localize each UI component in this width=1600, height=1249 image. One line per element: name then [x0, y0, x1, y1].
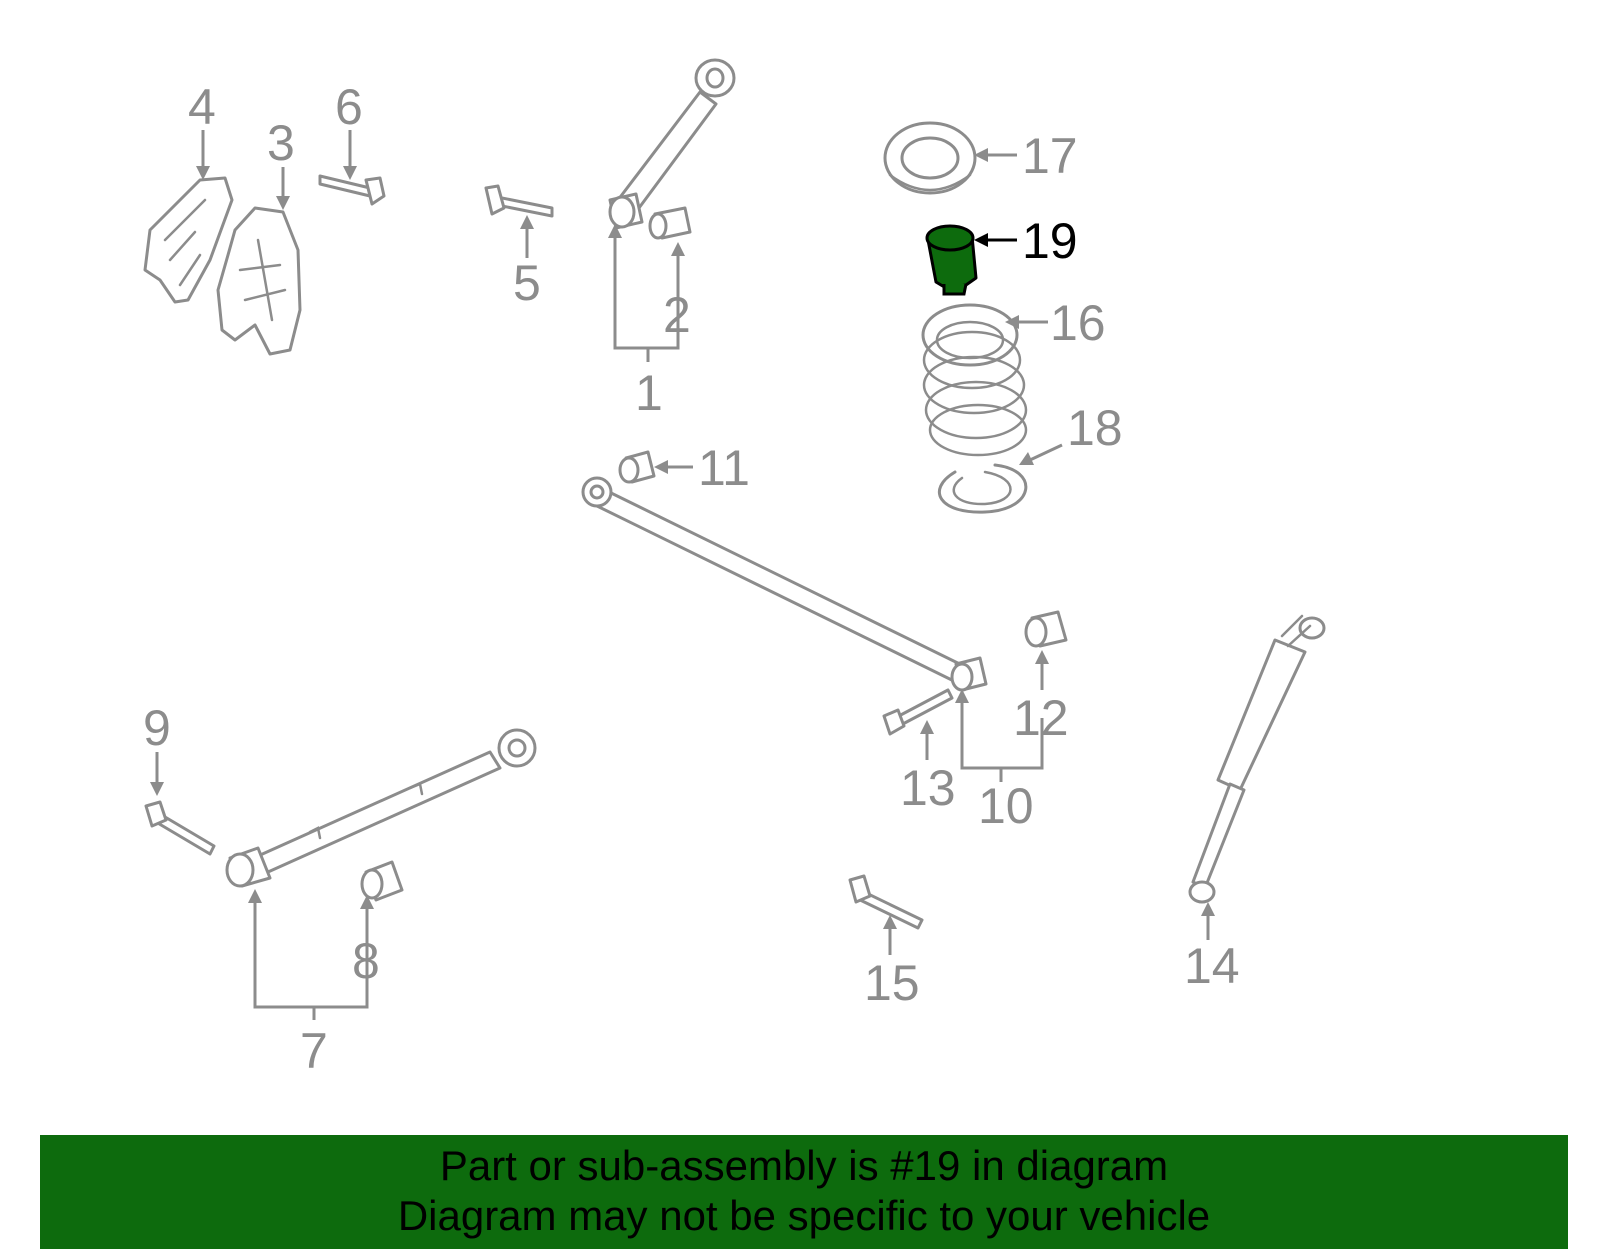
svg-text:6: 6: [335, 79, 363, 135]
svg-text:7: 7: [300, 1023, 328, 1079]
part-13-bolt[interactable]: [882, 688, 954, 736]
callout-16: 16: [1005, 295, 1106, 351]
svg-text:19: 19: [1022, 213, 1078, 269]
callout-18: 18: [1019, 400, 1123, 465]
callout-9: 9: [143, 700, 171, 796]
callout-10: 10: [955, 689, 1044, 834]
part-18-spring-ring[interactable]: [937, 463, 1028, 514]
part-19-bump-stop[interactable]: [925, 224, 978, 296]
part-5-bolt[interactable]: [484, 184, 554, 218]
callout-13: 13: [900, 720, 956, 816]
part-8-bushing[interactable]: [360, 860, 404, 902]
callout-2: 2: [663, 242, 691, 343]
part-15-bolt[interactable]: [848, 874, 924, 930]
callout-7: 7: [248, 889, 369, 1079]
callout-12: 12: [1013, 650, 1069, 746]
banner-line-2: Diagram may not be specific to your vehi…: [397, 1192, 1211, 1239]
callout-19: 19: [974, 213, 1078, 269]
svg-text:5: 5: [513, 255, 541, 311]
part-16-coil-spring[interactable]: [921, 303, 1028, 457]
svg-text:8: 8: [352, 933, 380, 989]
callout-4: 4: [188, 79, 216, 180]
svg-text:12: 12: [1013, 690, 1069, 746]
svg-text:11: 11: [698, 440, 750, 496]
banner-line-1: Part or sub-assembly is #19 in diagram: [439, 1142, 1169, 1189]
part-3-caliper[interactable]: [216, 206, 302, 356]
part-1-upper-arm[interactable]: [608, 58, 736, 230]
callout-8: 8: [352, 895, 380, 989]
svg-text:14: 14: [1184, 938, 1240, 994]
svg-text:15: 15: [864, 955, 920, 1011]
svg-text:13: 13: [900, 760, 956, 816]
svg-text:17: 17: [1022, 128, 1078, 184]
callout-14: 14: [1184, 902, 1240, 994]
svg-text:16: 16: [1050, 295, 1106, 351]
part-2-bushing[interactable]: [648, 206, 692, 240]
part-10-lateral-rod[interactable]: [581, 476, 988, 692]
part-12-bushing[interactable]: [1024, 610, 1068, 648]
part-7-trailing-arm[interactable]: [225, 728, 537, 888]
callout-11: 11: [654, 440, 750, 496]
part-6-bolt[interactable]: [318, 174, 386, 206]
callout-5: 5: [513, 215, 541, 311]
notice-banner: Part or sub-assembly is #19 in diagram D…: [40, 1135, 1568, 1249]
svg-text:1: 1: [635, 365, 663, 421]
svg-text:4: 4: [188, 79, 216, 135]
svg-text:2: 2: [663, 287, 691, 343]
svg-text:10: 10: [978, 778, 1034, 834]
svg-text:18: 18: [1067, 400, 1123, 456]
svg-text:9: 9: [143, 700, 171, 756]
part-17-spring-seat[interactable]: [883, 121, 977, 195]
part-11-bushing[interactable]: [618, 450, 656, 484]
part-4-bracket[interactable]: [143, 176, 234, 304]
callout-1: 1: [608, 224, 680, 421]
svg-text:3: 3: [267, 115, 295, 171]
callout-15: 15: [864, 915, 920, 1011]
callout-3: 3: [267, 115, 295, 210]
part-14-shock-absorber[interactable]: [1188, 614, 1326, 904]
callout-17: 17: [974, 128, 1078, 184]
part-9-bolt[interactable]: [144, 800, 216, 856]
callout-6: 6: [335, 79, 363, 180]
